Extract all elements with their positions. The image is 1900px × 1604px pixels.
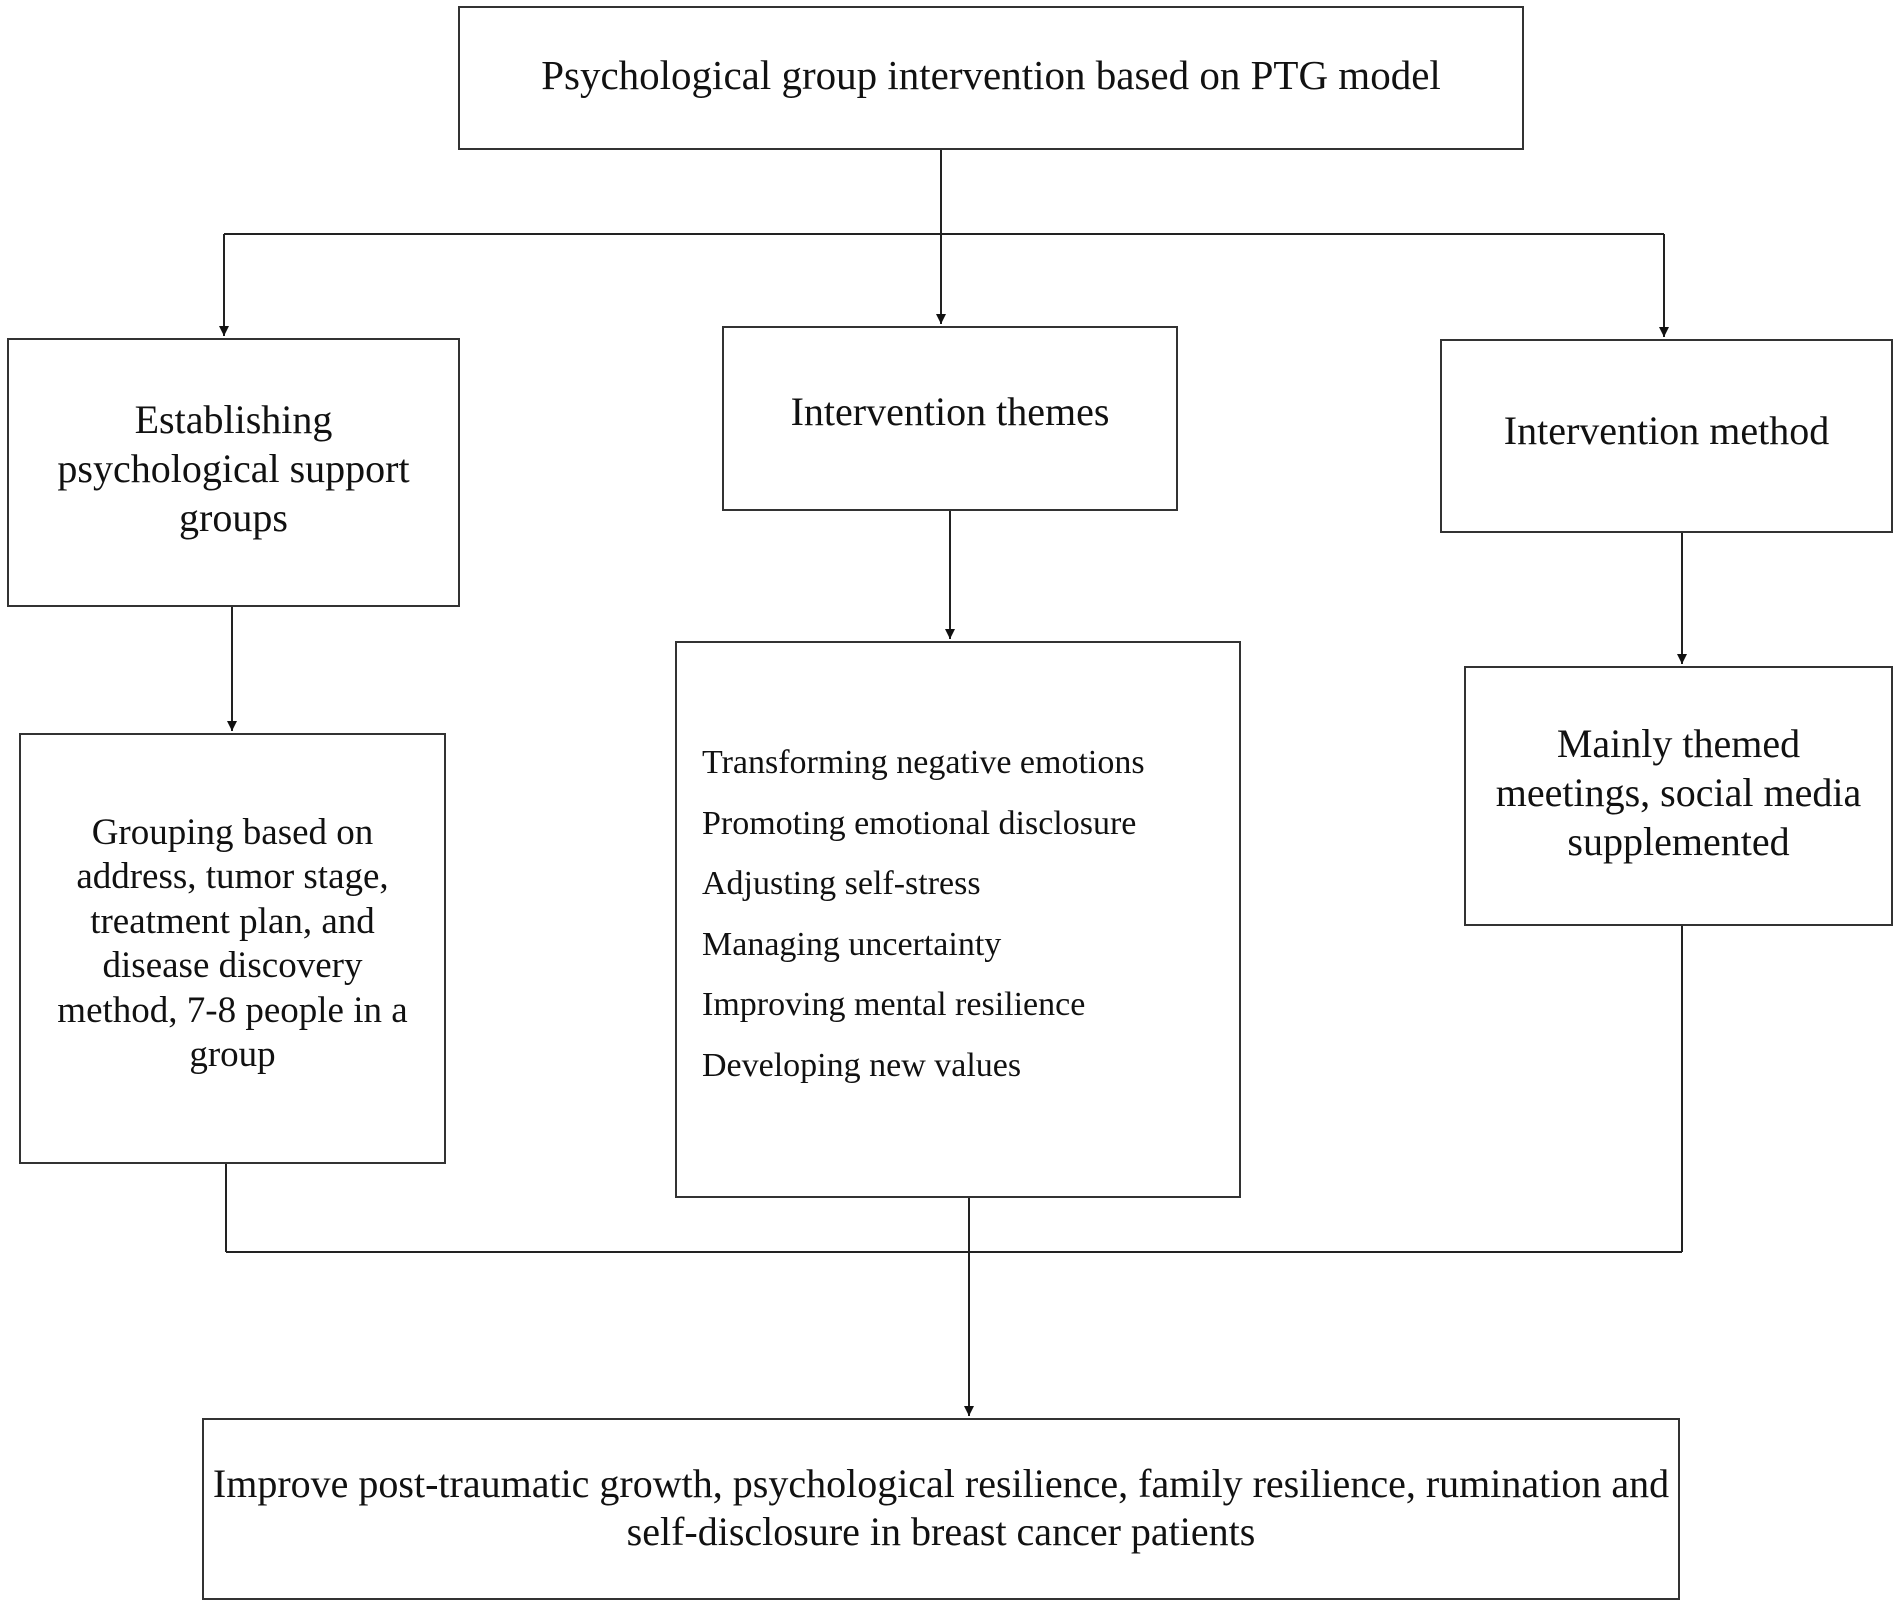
theme-item: Adjusting self-stress <box>702 865 981 902</box>
themes-list-node: Transforming negative emotions Promoting… <box>675 641 1241 1198</box>
theme-item: Managing uncertainty <box>702 925 1002 963</box>
root-node: Psychological group intervention based o… <box>458 6 1524 150</box>
grouping-criteria-node: Grouping based on address, tumor stage, … <box>19 733 446 1164</box>
theme-item: Improving mental resilience <box>702 986 1086 1023</box>
theme-item: Promoting emotional disclosure <box>702 804 1137 842</box>
grouping-criteria-label: Grouping based on address, tumor stage, … <box>57 812 408 1075</box>
outcome-node: Improve post-traumatic growth, psycholog… <box>202 1418 1680 1600</box>
intervention-themes-node: Intervention themes <box>722 326 1178 511</box>
support-groups-node: Establishing psychological support group… <box>7 338 460 607</box>
root-node-label: Psychological group intervention based o… <box>541 52 1441 98</box>
intervention-method-node: Intervention method <box>1440 339 1893 533</box>
method-detail-node: Mainly themed meetings, social media sup… <box>1464 666 1893 926</box>
theme-item: Transforming negative emotions <box>702 744 1145 781</box>
method-detail-label: Mainly themed meetings, social media sup… <box>1495 721 1862 864</box>
support-groups-label: Establishing psychological support group… <box>57 397 410 540</box>
intervention-method-label: Intervention method <box>1503 408 1830 453</box>
outcome-label: Improve post-traumatic growth, psycholog… <box>212 1461 1670 1554</box>
intervention-themes-label: Intervention themes <box>790 389 1110 434</box>
theme-item: Developing new values <box>702 1046 1022 1084</box>
themes-list: Transforming negative emotions Promoting… <box>702 743 1219 1106</box>
